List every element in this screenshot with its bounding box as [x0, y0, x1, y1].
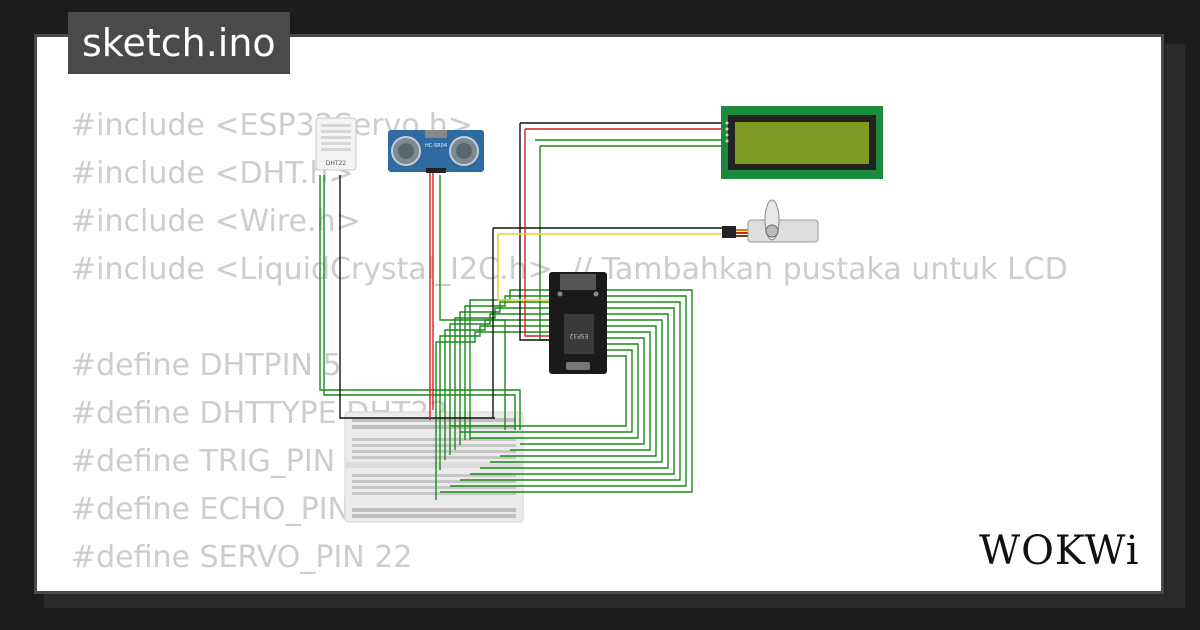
ultrasonic-label: HC-SR04 [425, 143, 447, 149]
wokwi-logo: WOKWi [979, 528, 1140, 574]
card-shadow-right [1165, 44, 1185, 604]
code-line: #include <LiquidCrystal_I2C.h> // Tambah… [71, 252, 1068, 287]
esp32-board: ESP32 [549, 272, 607, 374]
servo-motor [722, 199, 819, 243]
esp32-label: ESP32 [569, 332, 588, 339]
code-line: #include <Wire.h> [71, 204, 361, 239]
breadboard [344, 411, 524, 523]
code-line: #define DHTPIN 5 [71, 348, 342, 383]
code-line: #define SERVO_PIN 22 [71, 540, 413, 575]
yellow-wire [497, 233, 722, 301]
red-wires [429, 128, 722, 420]
wokwi-logo-text: WOKWi [979, 528, 1140, 574]
ultrasonic-sensor: HC-SR04 [388, 130, 484, 173]
file-title: sketch.ino [68, 12, 290, 74]
code-line: #define ECHO_PIN [71, 492, 350, 527]
lcd-display [721, 106, 883, 179]
card-shadow-bottom [44, 594, 1185, 608]
black-wires [339, 122, 722, 419]
code-line: #define DISTANCE_THRESHOLD 10 // Jarak a… [71, 582, 1068, 591]
dht22-sensor: DHT22 [315, 117, 357, 171]
dht22-label: DHT22 [326, 160, 347, 167]
